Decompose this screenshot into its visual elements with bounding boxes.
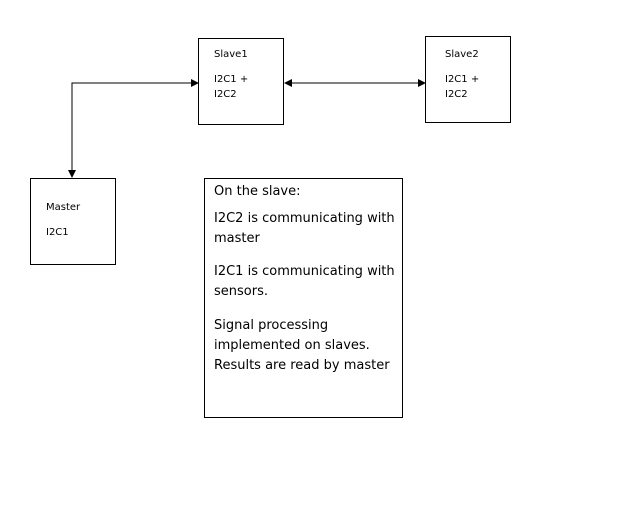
master-interface-line: I2C1 [46,227,69,238]
slave1-node: Slave1 I2C1 + I2C2 [198,38,284,125]
note-paragraph: I2C2 is communicating with master [214,209,402,249]
slave2-interface-line: I2C2 [445,89,468,100]
notes-title: On the slave: [214,184,301,199]
note-line: I2C1 is communicating with [214,264,395,279]
slave1-title: Slave1 [214,49,248,60]
master-title: Master [46,202,81,213]
note-line: Results are read by master [214,358,390,373]
note-line: master [214,231,260,246]
note-line: implemented on slaves. [214,338,370,353]
note-line: Signal processing [214,318,329,333]
slave2-title: Slave2 [445,49,479,60]
slave1-interface-line: I2C2 [214,89,237,100]
slave-notes-box: On the slave: I2C2 is communicating with… [204,178,403,418]
note-line: I2C2 is communicating with [214,211,395,226]
master-slave1-connector [68,79,199,178]
slave2-interface-line: I2C1 + [445,74,480,85]
slave2-node: Slave2 I2C1 + I2C2 [425,36,511,123]
master-node: Master I2C1 [30,178,116,265]
note-paragraph: Signal processing implemented on slaves.… [214,316,402,376]
note-paragraph: I2C1 is communicating with sensors. [214,262,402,302]
note-line: sensors. [214,284,268,299]
slave1-interface-line: I2C1 + [214,74,249,85]
